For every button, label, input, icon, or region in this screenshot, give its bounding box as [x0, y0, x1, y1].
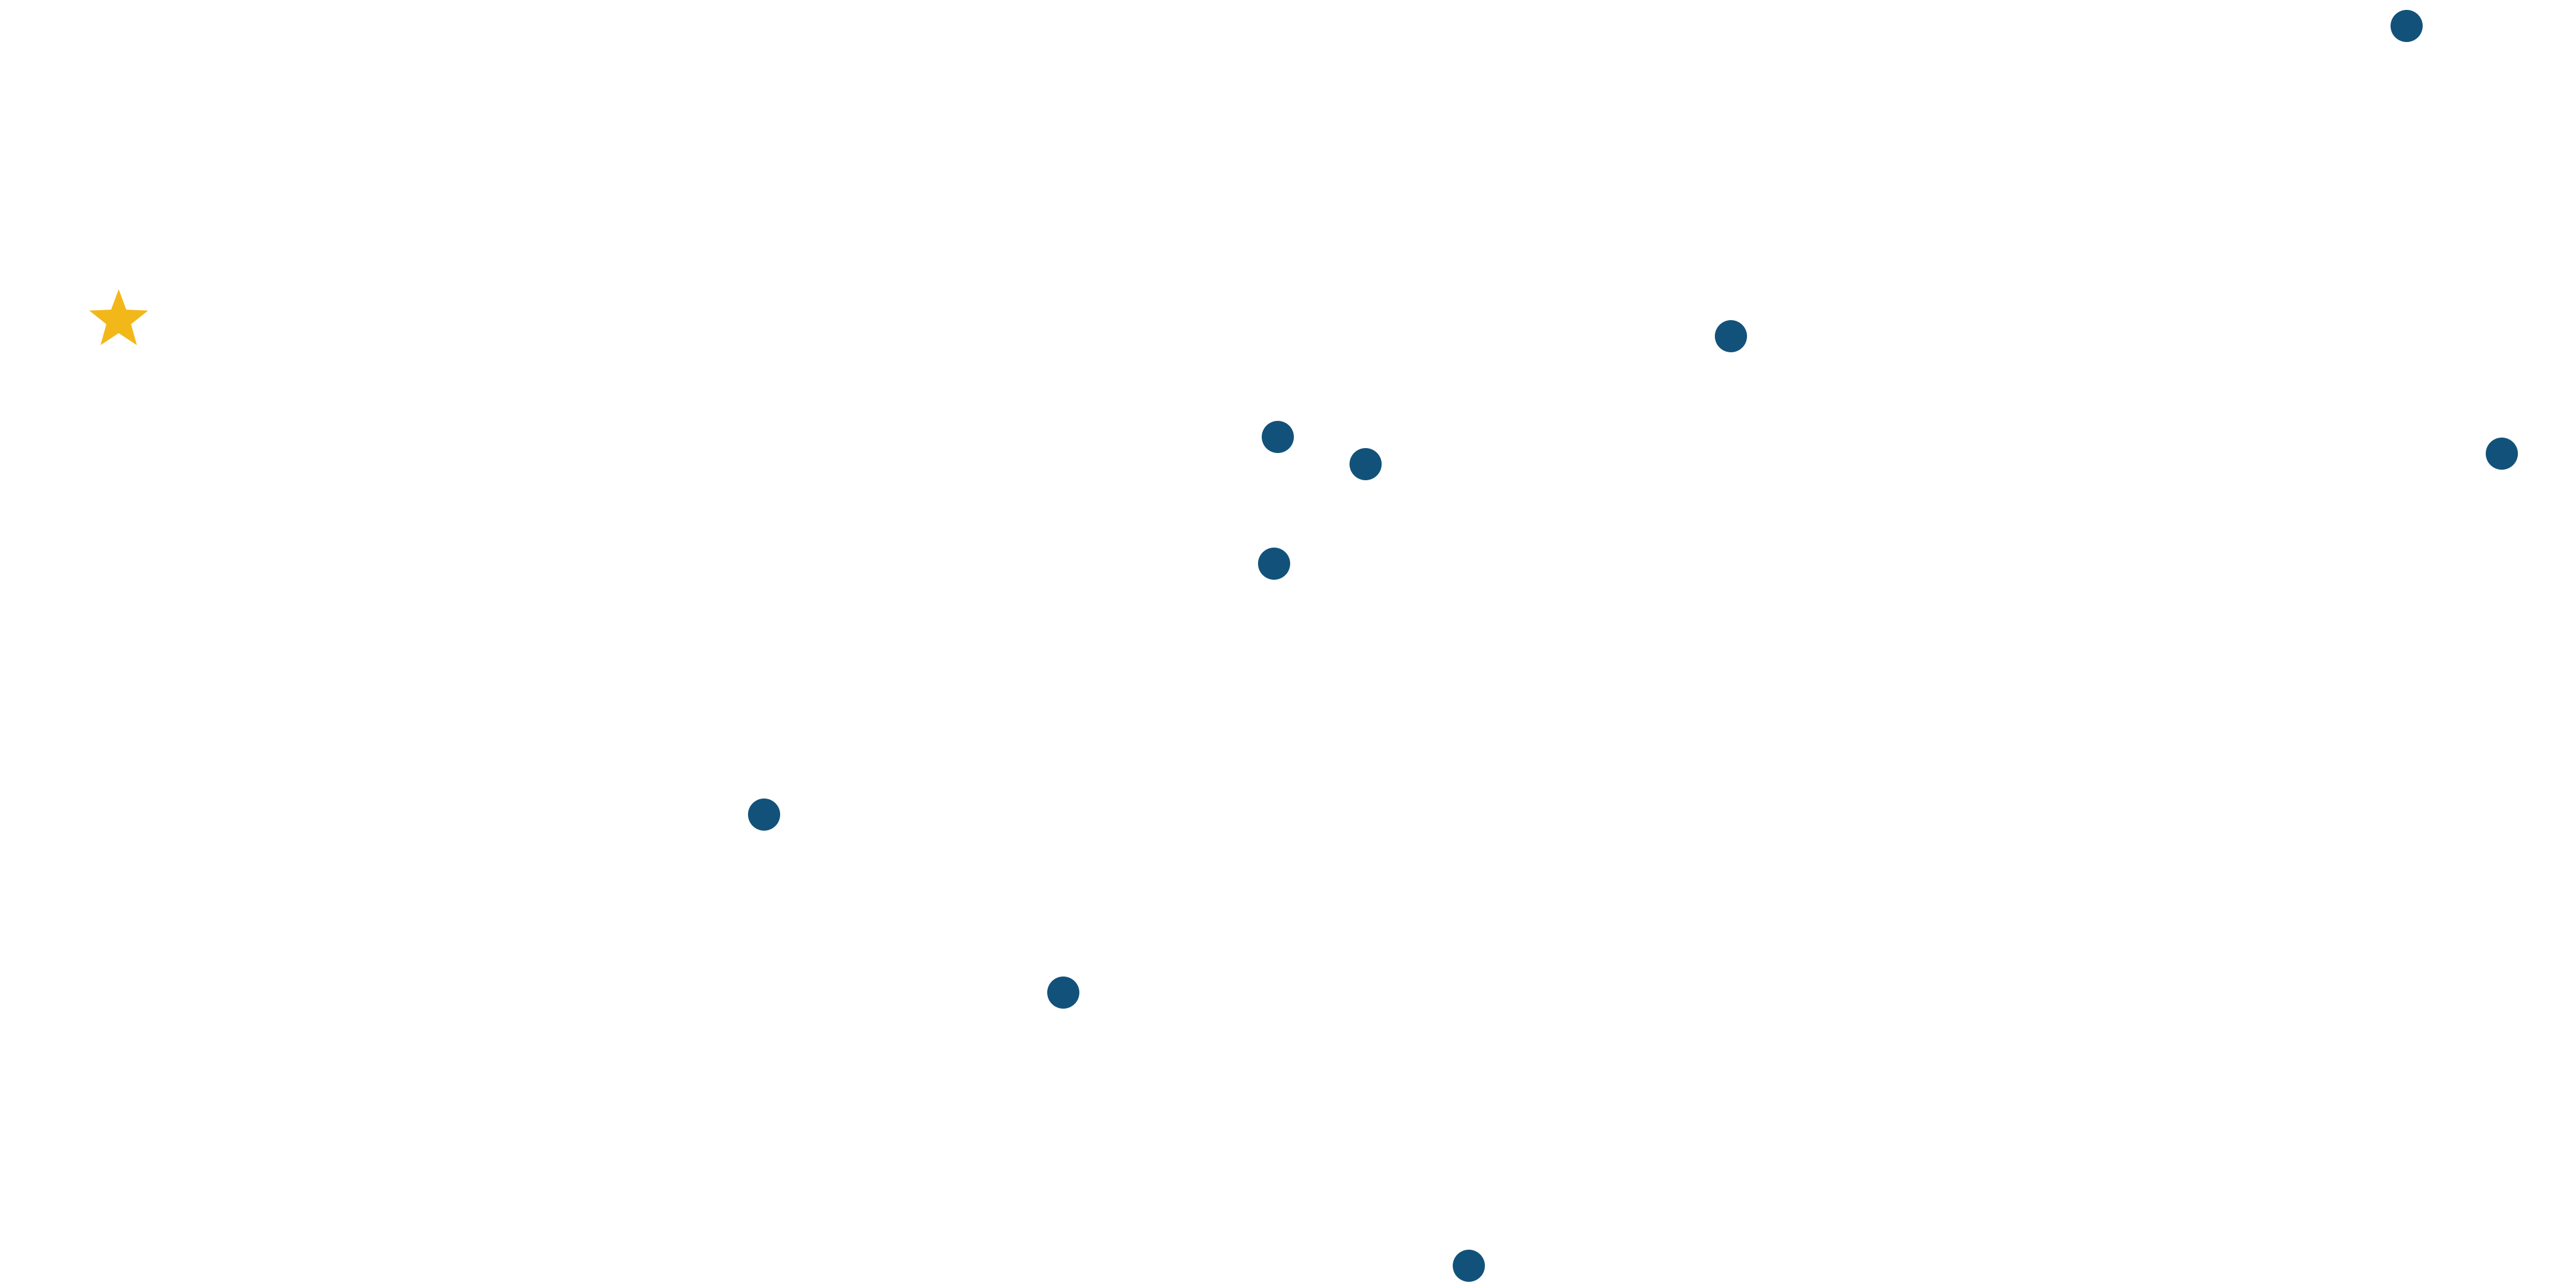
location-marker-icon[interactable]: [1262, 421, 1294, 453]
location-marker-icon[interactable]: [1047, 977, 1079, 1009]
location-marker-icon[interactable]: [2486, 438, 2518, 470]
highlight-star-icon[interactable]: [89, 289, 148, 345]
map-markers: [89, 10, 2518, 1282]
location-marker-icon[interactable]: [2391, 10, 2423, 42]
location-marker-icon[interactable]: [1715, 320, 1747, 352]
location-marker-icon[interactable]: [748, 799, 780, 831]
location-marker-icon[interactable]: [1350, 448, 1382, 480]
location-marker-icon[interactable]: [1258, 548, 1290, 580]
location-marker-icon[interactable]: [1453, 1250, 1485, 1282]
